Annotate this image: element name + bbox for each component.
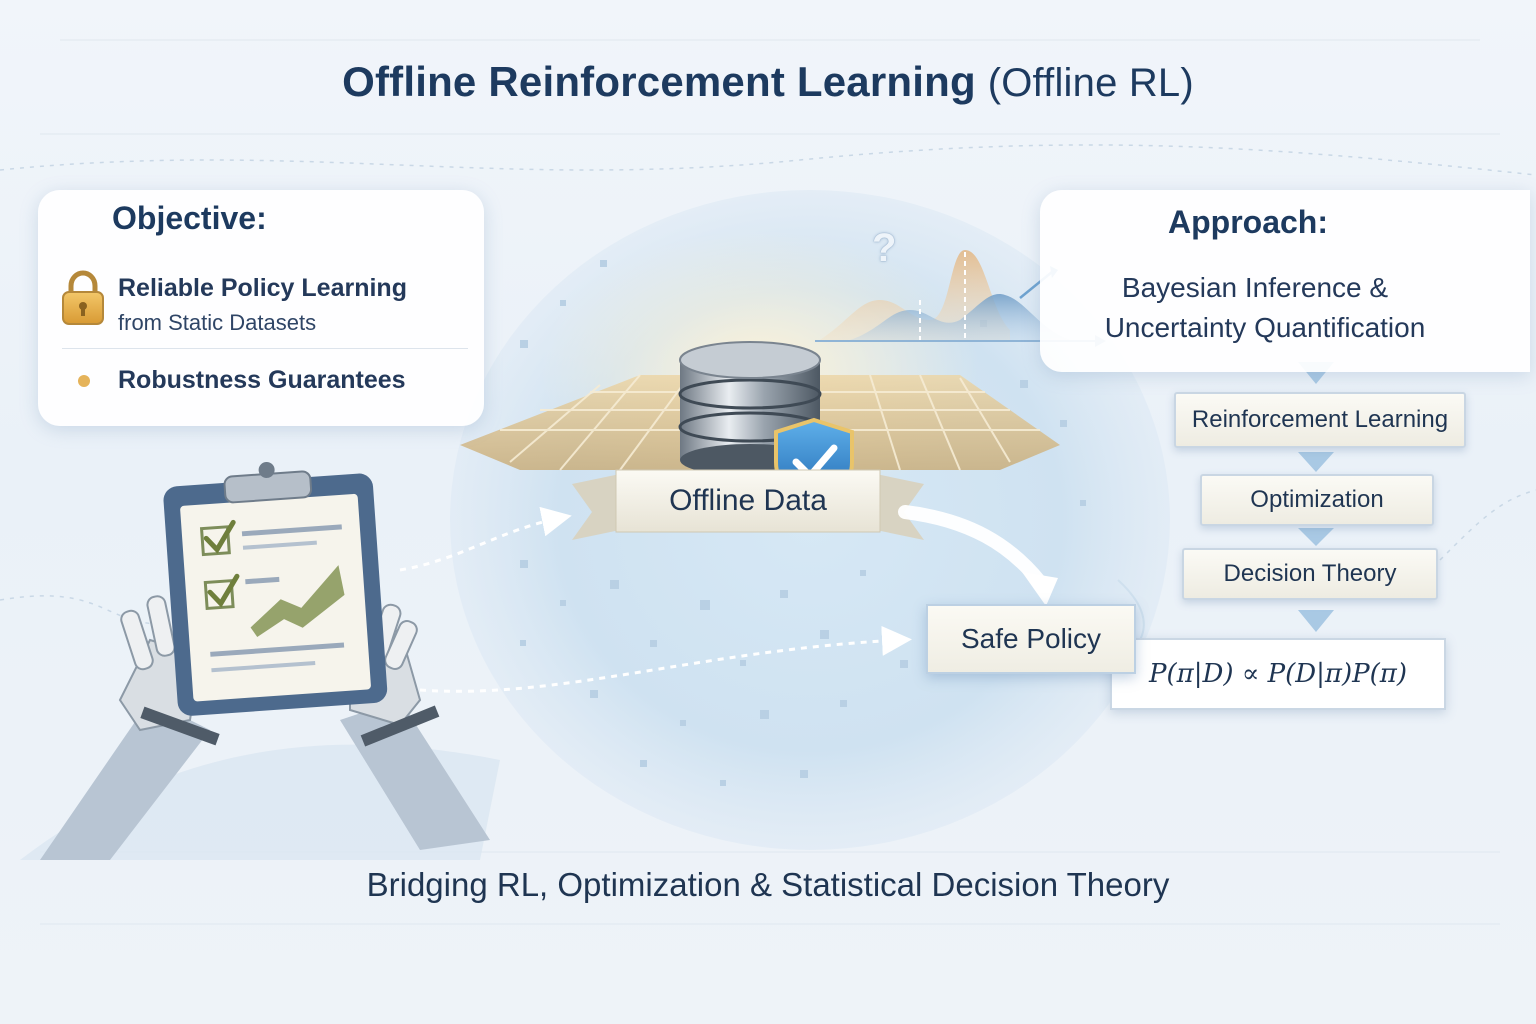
objective-divider bbox=[62, 348, 468, 349]
flow-arrow-to-policy bbox=[419, 625, 912, 693]
safe-policy-box: Safe Policy bbox=[926, 604, 1136, 674]
clipboard-checklist-icon bbox=[163, 461, 388, 716]
approach-panel: Approach: Bayesian Inference & Uncertain… bbox=[1040, 190, 1530, 372]
padlock-icon bbox=[62, 270, 104, 325]
flow-arrow-data-to-policy bbox=[898, 505, 1047, 589]
title-main: Offline Reinforcement Learning bbox=[342, 58, 976, 105]
particle-field bbox=[520, 260, 1086, 786]
objective-item-reliable-policy-sub: from Static Datasets bbox=[118, 310, 317, 335]
objective-item-reliable-policy: Reliable Policy Learning bbox=[118, 274, 407, 302]
flow-arrow-to-data bbox=[399, 506, 572, 572]
bayes-formula: P(π|D) ∝ P(D|π)P(π) bbox=[1110, 638, 1446, 710]
step-reinforcement-learning: Reinforcement Learning bbox=[1174, 392, 1466, 448]
footer-tagline: Bridging RL, Optimization & Statistical … bbox=[366, 866, 1170, 903]
objective-heading: Objective: bbox=[112, 200, 267, 236]
title-sub: (Offline RL) bbox=[987, 61, 1194, 105]
offline-data-label: Offline Data bbox=[669, 484, 827, 517]
step-decision-theory: Decision Theory bbox=[1182, 548, 1438, 600]
approach-heading: Approach: bbox=[1168, 204, 1328, 240]
arrow-head bbox=[1022, 572, 1058, 606]
page-title: Offline Reinforcement Learning (Offline … bbox=[0, 58, 1536, 106]
approach-bayesian-inference: Bayesian Inference & bbox=[1121, 272, 1389, 303]
offline-data-ribbon bbox=[572, 469, 924, 540]
approach-uncertainty-quantification: Uncertainty Quantification bbox=[1104, 312, 1426, 343]
bullet-dot bbox=[78, 375, 90, 387]
objective-item-robustness: Robustness Guarantees bbox=[118, 366, 406, 394]
question-mark: ? bbox=[872, 226, 897, 270]
step-optimization: Optimization bbox=[1200, 474, 1434, 526]
objective-panel: Objective: Reliable Policy Learning from… bbox=[38, 190, 484, 426]
